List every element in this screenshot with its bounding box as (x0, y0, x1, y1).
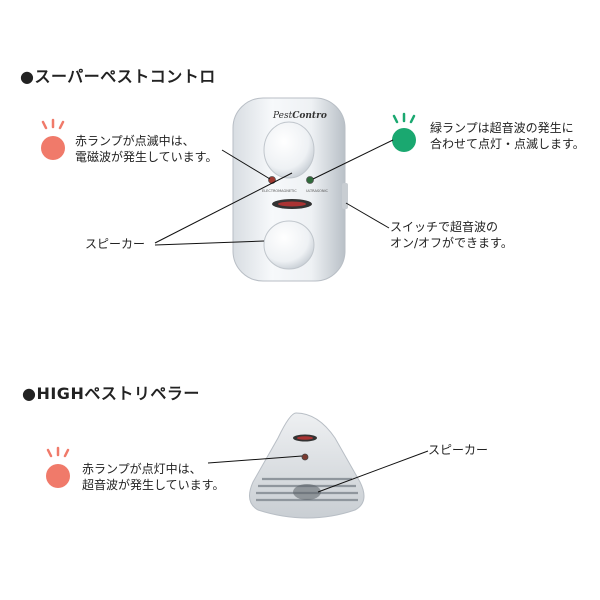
red-lamp-icon-2 (46, 446, 70, 488)
green-lamp-note: 緑ランプは超音波の発生に 合わせて点灯・点滅します。 (430, 121, 585, 151)
green-lamp-icon (392, 112, 416, 152)
speaker-note: スピーカー (85, 237, 146, 251)
device-logo: PestContro (272, 111, 327, 121)
repeller-device (248, 412, 365, 519)
switch-note: スイッチで超音波の オン/オフができます。 (390, 220, 513, 250)
svg-text:ELECTROMAGNETIC: ELECTROMAGNETIC (262, 189, 297, 193)
svg-text:ULTRASONIC: ULTRASONIC (306, 189, 328, 193)
red-lamp-note-2: 赤ランプが点灯中は、 超音波が発生しています。 (82, 462, 225, 492)
speaker-note-2: スピーカー (428, 443, 489, 457)
section1-heading: ●スーパーペストコントロ (20, 67, 216, 86)
section2-heading: ●HIGHペストリペラー (22, 384, 200, 403)
red-lamp-icon (41, 118, 65, 160)
red-lamp-note: 赤ランプが点滅中は、 電磁波が発生しています。 (75, 134, 218, 164)
